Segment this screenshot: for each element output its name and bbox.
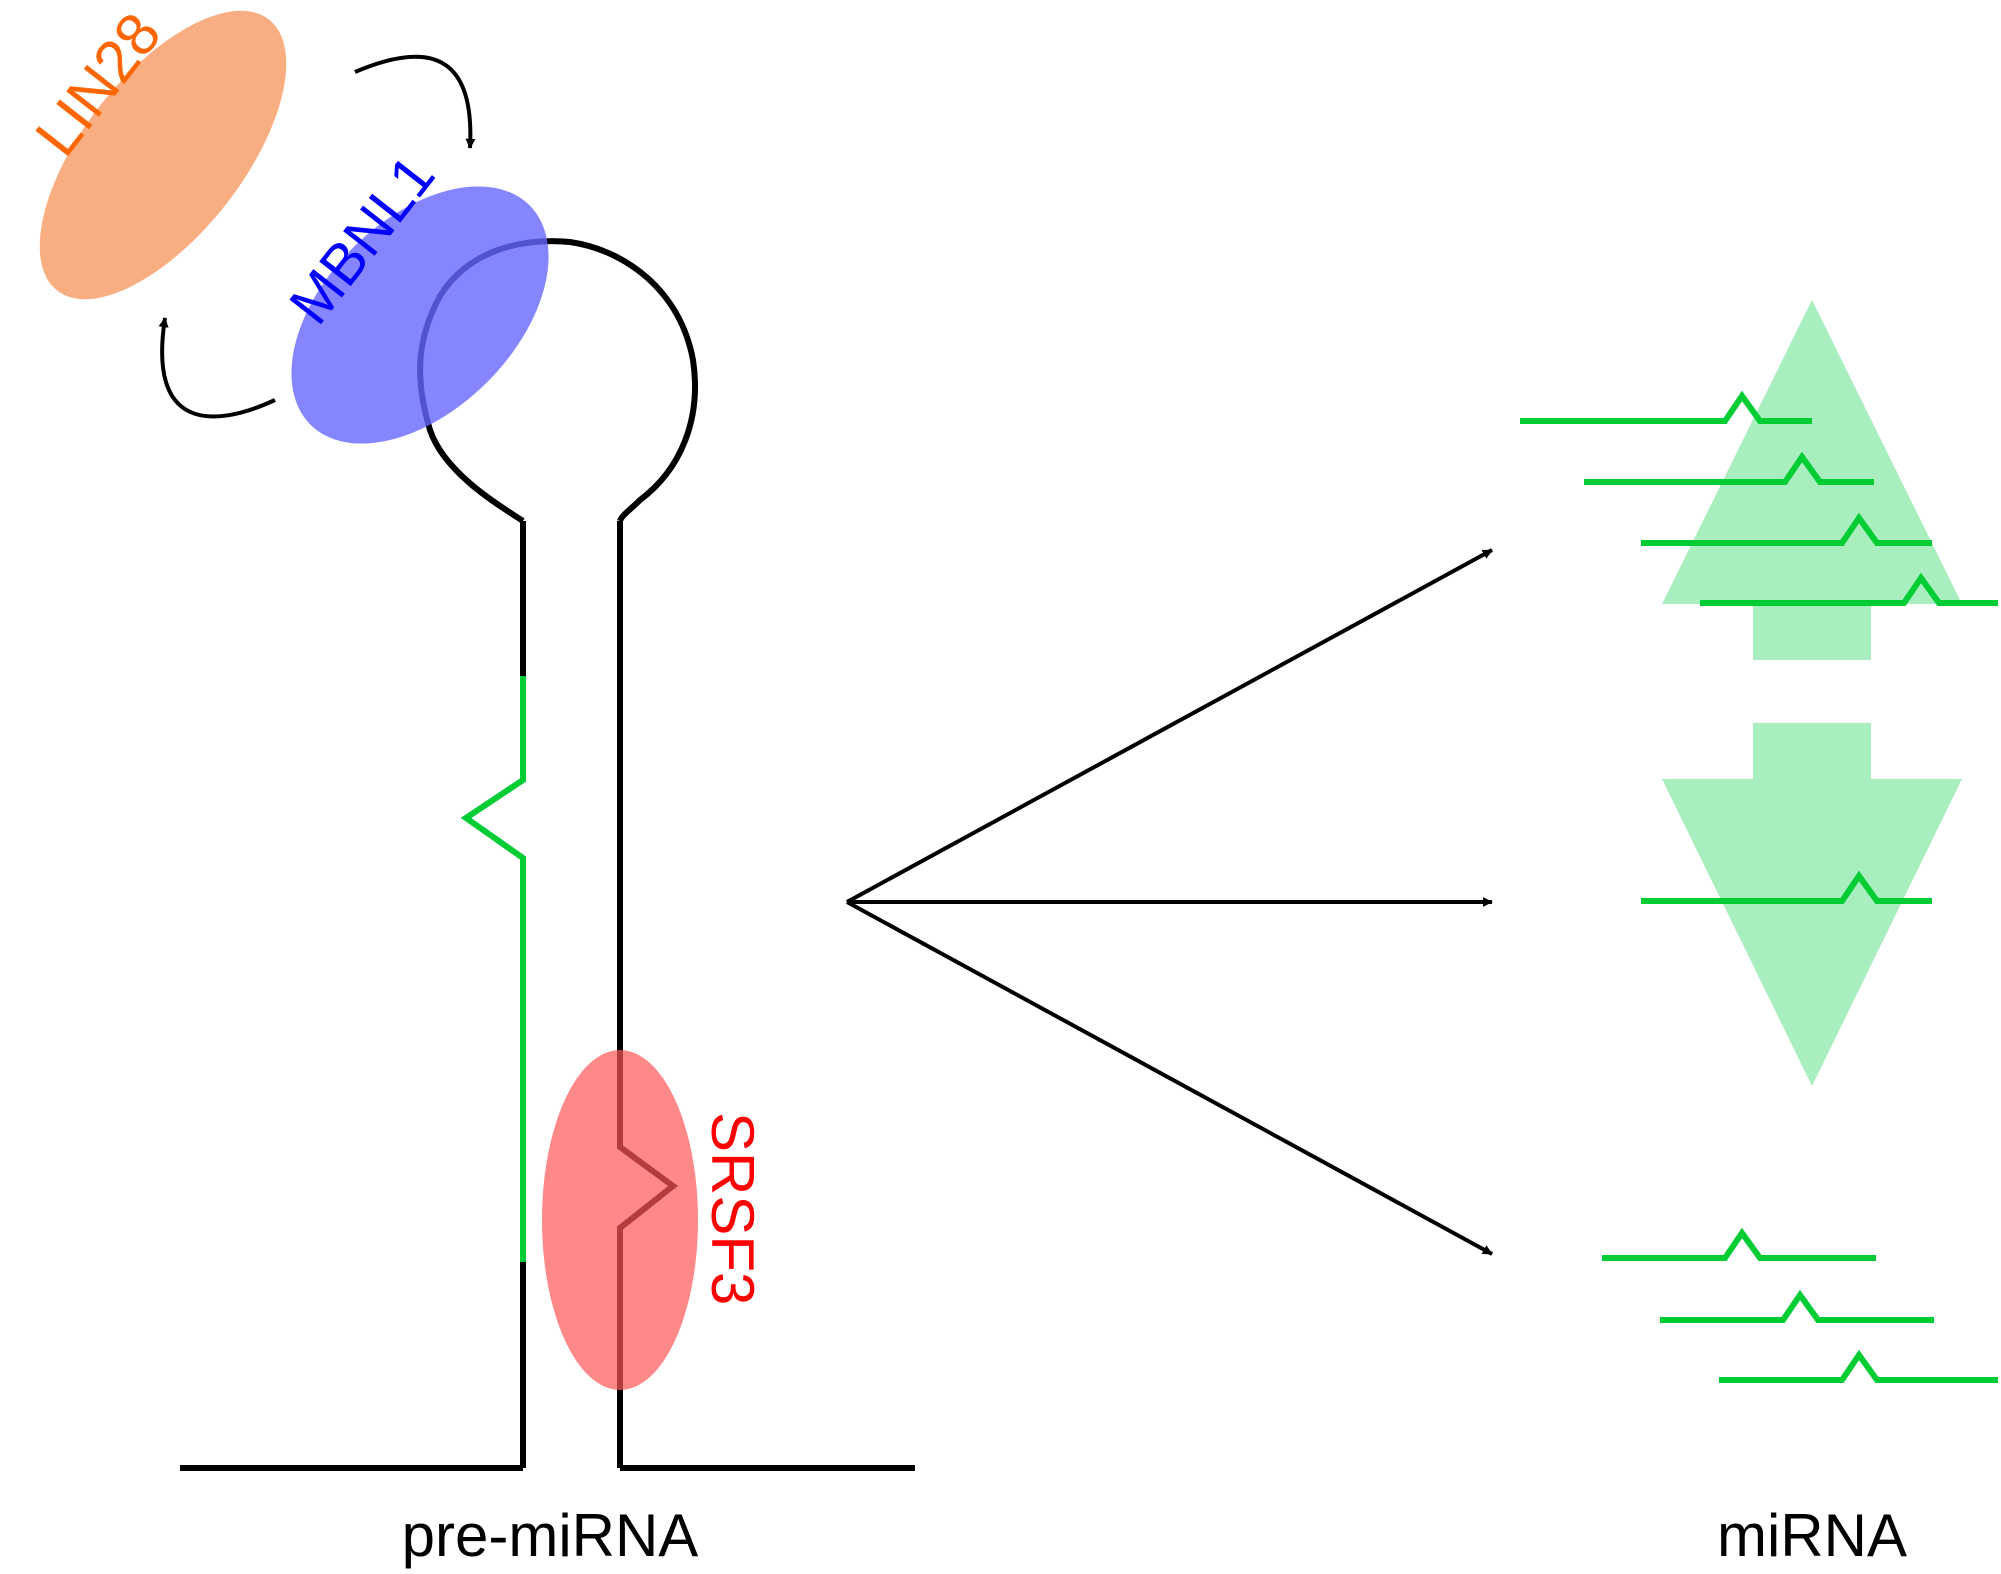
decreased-mirna-isoforms <box>1602 1227 1998 1383</box>
mbnl1-protein <box>291 186 549 444</box>
lin28-mbnl1-exchange-arrows <box>158 54 476 419</box>
arrow-to-decreased <box>846 900 1493 1256</box>
decrease-indicator-arrow <box>1662 723 1962 1086</box>
srsf3-protein <box>542 1050 698 1390</box>
processing-arrows <box>846 548 1493 1256</box>
mirna-isoform <box>1719 1349 1998 1383</box>
mirna-isoform <box>1584 451 1874 485</box>
pre-mirna-hairpin <box>180 238 915 1471</box>
lin28-protein <box>39 10 287 300</box>
arrow-to-increased <box>846 548 1493 904</box>
mirna-isoform <box>1700 572 1998 606</box>
mirna-isoform <box>1641 870 1932 904</box>
mirna-isoform <box>1660 1289 1934 1323</box>
increased-mirna-isoforms <box>1520 390 1998 606</box>
mirna-isoform <box>1520 390 1812 424</box>
mature-mirna-strand <box>460 676 526 1262</box>
increase-indicator-arrow <box>1662 300 1962 660</box>
arrow-lin28-to-mbnl1 <box>354 54 476 149</box>
arrow-mbnl1-to-lin28 <box>158 317 276 419</box>
pre-mirna-label: pre-miRNA <box>402 1502 699 1569</box>
mirna-label: miRNA <box>1717 1502 1907 1569</box>
srsf3-label: SRSF3 <box>699 1112 766 1305</box>
unchanged-mirna-isoforms <box>1641 870 1932 904</box>
mirna-isoform <box>1641 512 1932 546</box>
terminal-loop <box>417 238 698 524</box>
mirna-isoform <box>1602 1227 1876 1261</box>
